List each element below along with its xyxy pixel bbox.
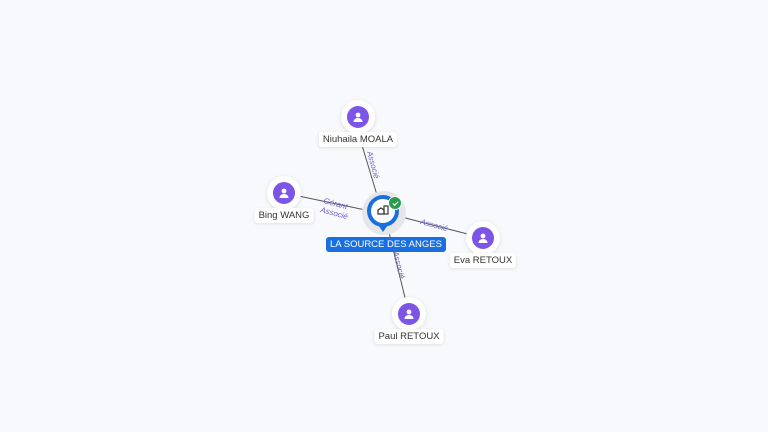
verified-check-icon bbox=[388, 196, 402, 210]
person-node-eva[interactable] bbox=[466, 221, 500, 255]
person-icon bbox=[273, 182, 295, 204]
person-label: Eva RETOUX bbox=[449, 253, 517, 268]
building-icon bbox=[377, 202, 389, 220]
company-label: LA SOURCE DES ANGES bbox=[326, 237, 446, 252]
edge-label-niuhaila: Associé bbox=[365, 149, 381, 180]
person-node-paul[interactable] bbox=[392, 297, 426, 331]
person-node-niuhaila[interactable] bbox=[341, 100, 375, 134]
person-node-bing[interactable] bbox=[267, 176, 301, 210]
company-node[interactable] bbox=[367, 195, 399, 227]
person-label: Bing WANG bbox=[254, 208, 314, 223]
edge-label-paul: Associé bbox=[391, 249, 407, 280]
person-label: Niuhaila MOALA bbox=[318, 132, 398, 147]
person-icon bbox=[472, 227, 494, 249]
pin-tip bbox=[376, 222, 390, 232]
person-icon bbox=[347, 106, 369, 128]
edge-label-eva: Associé bbox=[419, 217, 450, 233]
person-label: Paul RETOUX bbox=[374, 329, 444, 344]
person-icon bbox=[398, 303, 420, 325]
